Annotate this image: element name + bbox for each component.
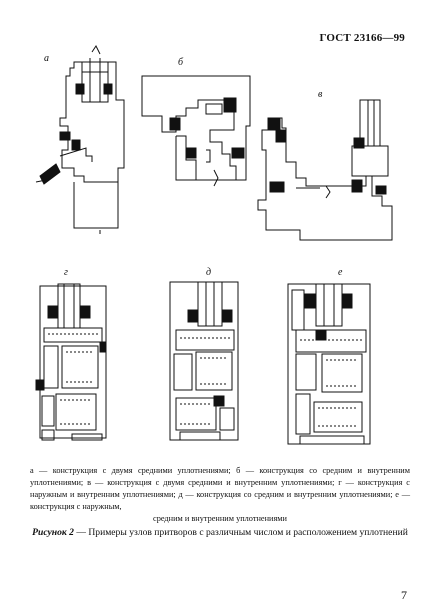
standard-header: ГОСТ 23166—99: [319, 32, 405, 44]
drawing-e: [287, 283, 371, 445]
drawing-v: [257, 99, 393, 241]
legend-last-line: средним и внутренним уплотнениями: [153, 514, 287, 523]
figure-v-label: в: [318, 89, 323, 100]
drawing-g: [35, 283, 107, 441]
page-number: 7: [401, 588, 407, 602]
drawing-b: [141, 75, 251, 187]
drawing-a: [35, 45, 125, 234]
caption-prefix: Рисунок 2: [32, 527, 74, 538]
figure-caption: Рисунок 2 — Примеры узлов притворов с ра…: [30, 526, 410, 540]
figure-g-label: г: [64, 267, 68, 278]
figure-a-label: а: [44, 53, 49, 64]
drawing-d: [169, 281, 239, 441]
caption-text: — Примеры узлов притворов с различным чи…: [73, 527, 408, 538]
legend-text: а — конструкция с двумя средними уплотне…: [30, 466, 410, 511]
figure-d-label: д: [206, 267, 212, 278]
figure-b-label: б: [178, 57, 184, 68]
figure-e-label: е: [338, 267, 343, 278]
figure-legend: а — конструкция с двумя средними уплотне…: [30, 465, 410, 525]
